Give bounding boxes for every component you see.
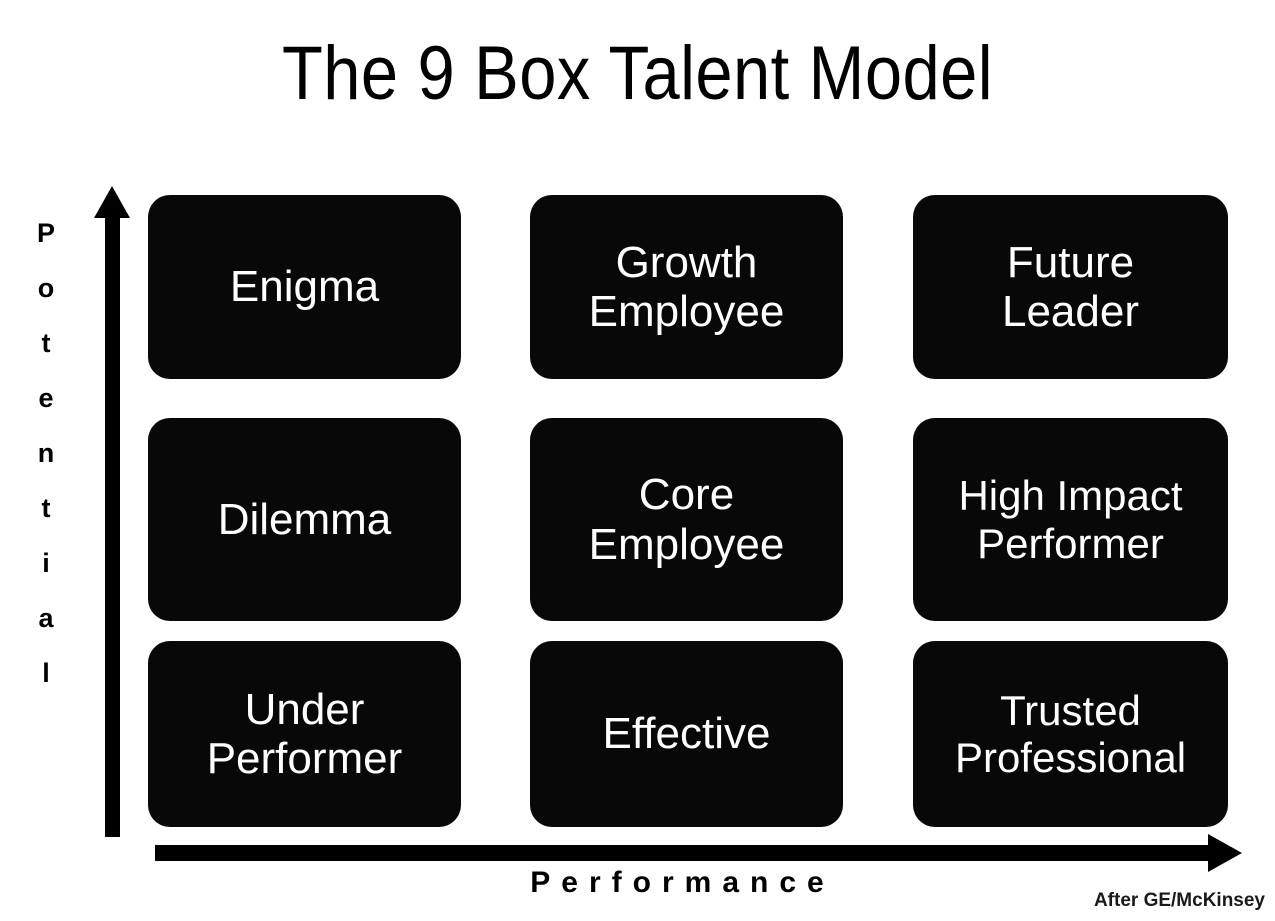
potential-letter: n bbox=[37, 438, 55, 468]
box-label: Core Employee bbox=[588, 470, 785, 569]
page-title: The 9 Box Talent Model bbox=[281, 31, 994, 116]
box-growth-employee[interactable]: Growth Employee bbox=[530, 195, 843, 379]
nine-box-grid: Enigma Growth Employee Future Leader Dil… bbox=[148, 195, 1228, 827]
potential-letter: e bbox=[38, 383, 54, 413]
potential-axis-arrow-icon bbox=[94, 186, 130, 218]
box-label: Enigma bbox=[229, 262, 380, 312]
performance-axis-arrow-icon bbox=[1208, 834, 1242, 872]
box-dilemma[interactable]: Dilemma bbox=[148, 418, 461, 621]
potential-letter: t bbox=[41, 328, 51, 358]
potential-letter: l bbox=[42, 658, 50, 688]
box-trusted-professional[interactable]: Trusted Professional bbox=[913, 641, 1228, 827]
box-future-leader[interactable]: Future Leader bbox=[913, 195, 1228, 379]
potential-letter: o bbox=[37, 273, 55, 303]
box-high-impact-performer[interactable]: High Impact Performer bbox=[913, 418, 1228, 621]
potential-letter: a bbox=[38, 603, 54, 633]
potential-axis-line bbox=[105, 215, 120, 837]
box-enigma[interactable]: Enigma bbox=[148, 195, 461, 379]
potential-letter: t bbox=[41, 493, 51, 523]
box-label: Future Leader bbox=[1001, 237, 1139, 336]
box-label: Under Performer bbox=[206, 684, 403, 783]
attribution-text: After GE/McKinsey bbox=[1093, 890, 1265, 911]
box-core-employee[interactable]: Core Employee bbox=[530, 418, 843, 621]
performance-axis-label: Performance bbox=[530, 866, 835, 899]
box-label: Trusted Professional bbox=[954, 686, 1187, 781]
box-effective[interactable]: Effective bbox=[530, 641, 843, 827]
potential-axis-label: P o t e n t i a l bbox=[26, 206, 66, 701]
potential-letter: P bbox=[36, 218, 55, 248]
box-label: Dilemma bbox=[217, 494, 392, 544]
box-label: Growth Employee bbox=[588, 237, 785, 336]
potential-letter: i bbox=[42, 548, 50, 578]
box-label: High Impact Performer bbox=[958, 472, 1183, 567]
box-label: Effective bbox=[602, 709, 771, 759]
box-under-performer[interactable]: Under Performer bbox=[148, 641, 461, 827]
performance-axis-line bbox=[155, 845, 1210, 861]
